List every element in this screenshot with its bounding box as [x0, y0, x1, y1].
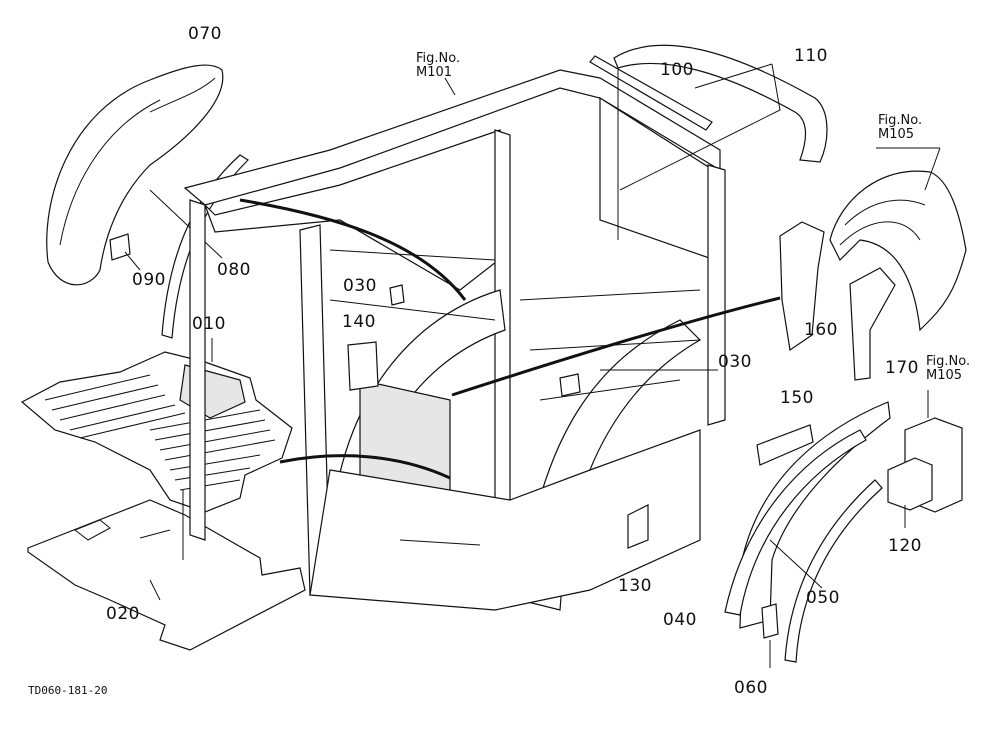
connector-right-panel-to-cab [451, 296, 781, 397]
figure-ref-m105-upper: Fig.No. M105 [878, 114, 922, 142]
figure-ref-label: Fig.No. [878, 113, 923, 128]
leader-100-b [694, 63, 773, 89]
part-label-100: 100 [660, 60, 694, 80]
floor-mat-010 [20, 351, 293, 513]
part-label-120: 120 [888, 536, 922, 556]
pad-030-lower [559, 373, 581, 397]
fender-070 [46, 64, 224, 286]
figure-ref-number: M105 [926, 368, 963, 383]
figure-ref-label: Fig.No. [416, 51, 461, 66]
figure-ref-m105-lower: Fig.No. M105 [926, 355, 970, 383]
leader-050 [769, 539, 823, 589]
panel-170 [849, 267, 896, 381]
strip-110 [613, 44, 828, 163]
leader-m105a-b [924, 147, 941, 191]
figure-ref-label: Fig.No. [926, 354, 971, 369]
leader-m101 [444, 77, 456, 96]
right-fender-assembly [829, 170, 967, 332]
part-label-170: 170 [885, 358, 919, 378]
liner-040-b [724, 429, 867, 616]
figure-ref-number: M105 [878, 127, 915, 142]
part-label-020: 020 [106, 604, 140, 624]
trim-strip-080 [161, 154, 249, 339]
pad-030-upper [389, 284, 405, 306]
part-label-050: 050 [806, 588, 840, 608]
part-label-080: 080 [217, 260, 251, 280]
leader-080 [149, 189, 223, 259]
part-label-130: 130 [618, 576, 652, 596]
part-label-160: 160 [804, 320, 838, 340]
connector-fender-to-cab [239, 198, 467, 301]
part-label-010: 010 [192, 314, 226, 334]
part-label-030-upper: 030 [343, 276, 377, 296]
pad-060 [761, 603, 779, 639]
bracket-120 [887, 457, 933, 511]
pad-150 [756, 424, 814, 466]
figure-ref-number: M101 [416, 65, 453, 80]
part-label-070: 070 [188, 24, 222, 44]
connector-mat-to-cab [279, 454, 451, 480]
cab-frame [183, 69, 726, 611]
part-label-140: 140 [342, 312, 376, 332]
figure-ref-m101: Fig.No. M101 [416, 52, 460, 80]
panel-160 [779, 221, 825, 352]
part-label-090: 090 [132, 270, 166, 290]
pad-140 [347, 341, 379, 391]
drawing-code: TD060-181-20 [28, 684, 108, 697]
leader-020 [149, 579, 161, 601]
part-label-060: 060 [734, 678, 768, 698]
part-label-040: 040 [663, 610, 697, 630]
leader-090 [124, 251, 141, 271]
floor-mat-020 [27, 499, 306, 651]
part-label-030-lower: 030 [718, 352, 752, 372]
part-label-150: 150 [780, 388, 814, 408]
strip-100 [589, 55, 713, 131]
pad-130 [627, 504, 649, 549]
strip-050 [784, 479, 883, 663]
leader-110 [619, 63, 781, 191]
part-label-110: 110 [794, 46, 828, 66]
